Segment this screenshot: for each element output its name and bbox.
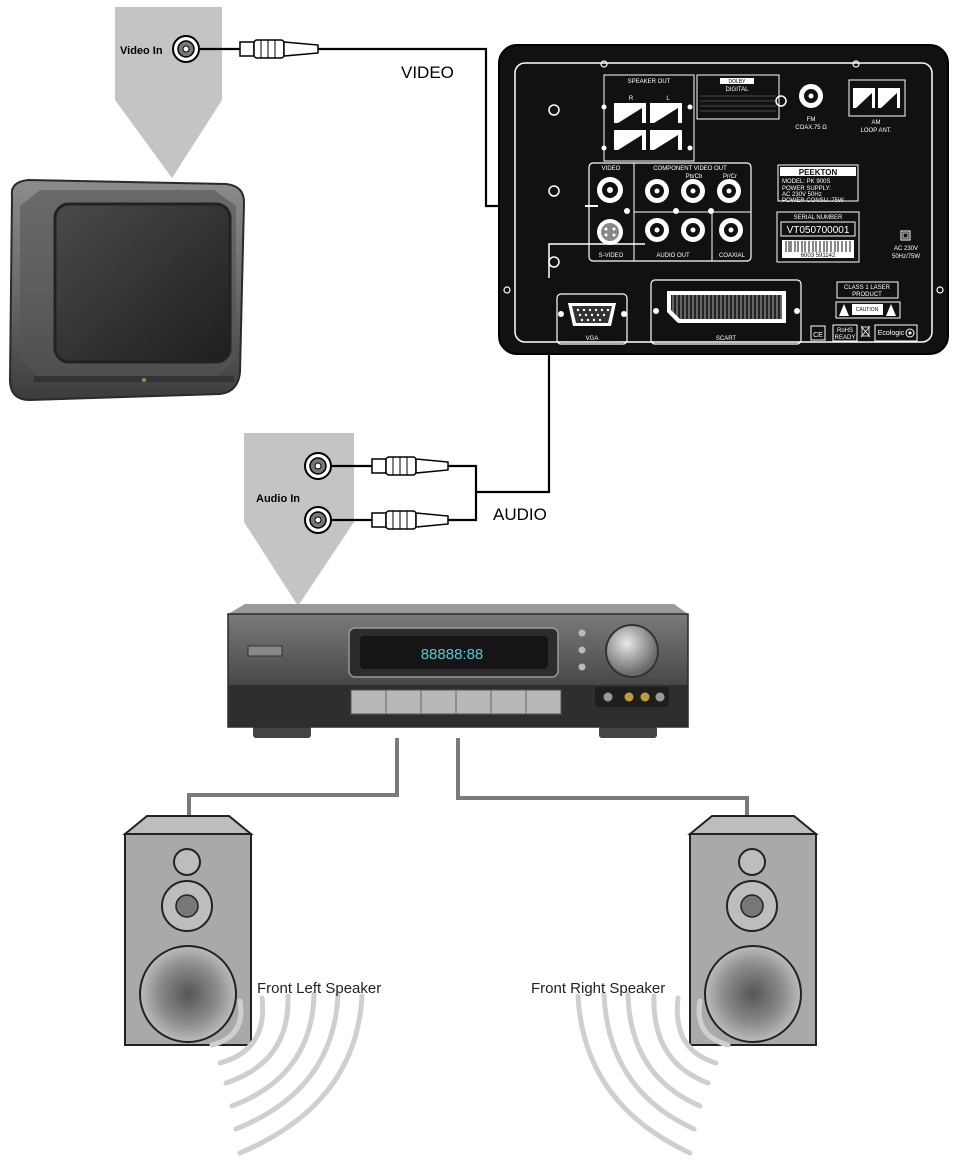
ecologic-label: Ecologic xyxy=(878,330,905,337)
ac-rating-line1: AC 230V xyxy=(894,246,918,252)
product-info-label: PEEKTON MODEL: PK 900S POWER SUPPLY: AC … xyxy=(777,164,859,204)
speaker-wires xyxy=(187,738,749,818)
serial-number-title: SERIAL NUMBER xyxy=(794,215,843,221)
speaker-out-label: SPEAKER OUT xyxy=(628,79,671,85)
pb-cb-label: Pb/Cb xyxy=(686,174,703,180)
av-receiver: 88888:88 xyxy=(227,604,689,738)
front-left-speaker-label: Front Left Speaker xyxy=(257,980,381,997)
back-panel: SPEAKER OUT R L DOLBY DIGITAL FM C xyxy=(498,44,949,355)
fm-coax-jack: FM COAX.75 Ω xyxy=(795,84,827,131)
video-in-jack xyxy=(172,35,200,63)
serial-number-value: VT050700001 xyxy=(787,225,850,236)
scart-connector: SCART xyxy=(650,279,802,345)
rohs-line1: RoHS xyxy=(837,328,853,334)
vga-connector: VGA xyxy=(556,293,628,345)
caution-label: CAUTION xyxy=(856,307,879,313)
front-right-speaker-label: Front Right Speaker xyxy=(531,980,665,997)
power-supply-label: POWER SUPPLY: xyxy=(782,186,831,192)
volume-knob xyxy=(605,624,659,678)
receiver-display: 88888:88 xyxy=(421,646,484,663)
pr-cr-label: Pr/Cr xyxy=(723,174,737,180)
weee-bin-icon xyxy=(860,325,871,338)
television xyxy=(8,178,246,402)
speaker-l-label: L xyxy=(666,96,670,102)
left-sound-waves xyxy=(209,991,365,1156)
video-in-callout xyxy=(115,7,222,178)
class-laser-line1: CLASS 1 LASER xyxy=(844,285,891,291)
tv-screen xyxy=(53,202,232,364)
brand-label: PEEKTON xyxy=(799,168,838,177)
ac-rating: AC 230V 50Hz/75W xyxy=(892,230,920,260)
am-label: AM xyxy=(872,120,881,126)
fm-label: FM xyxy=(807,117,816,123)
front-right-speaker xyxy=(687,815,819,1046)
panel-video-label: VIDEO xyxy=(602,166,621,172)
ac-rating-line2: 50Hz/75W xyxy=(892,254,920,260)
serial-number-label: SERIAL NUMBER VT050700001 6003 591142 xyxy=(776,211,860,263)
video-cable-label: VIDEO xyxy=(401,63,454,82)
laser-caution-labels: CLASS 1 LASER PRODUCT CAUTION xyxy=(835,281,901,319)
front-left-speaker xyxy=(122,815,254,1046)
coaxial-label: COAXIAL xyxy=(719,253,746,259)
power-consumption-label: POWER CONSU.:75W xyxy=(782,198,844,204)
ce-mark: CE xyxy=(813,332,823,339)
right-sound-waves xyxy=(575,991,731,1156)
loop-ant-label: LOOP ANT. xyxy=(861,128,892,134)
dolby-digital-box: DOLBY DIGITAL xyxy=(696,74,780,120)
audio-in-label: Audio In xyxy=(256,493,300,505)
coax-label: COAX.75 Ω xyxy=(795,125,827,131)
vga-label: VGA xyxy=(586,336,599,342)
am-loop-terminal: AM LOOP ANT. xyxy=(848,79,906,134)
audio-in-jack-bottom xyxy=(304,506,332,534)
dolby-label: DOLBY xyxy=(729,79,747,85)
component-video-out-label: COMPONENT VIDEO OUT xyxy=(653,166,727,172)
audio-out-label: AUDIO OUT xyxy=(656,253,690,259)
digital-label: DIGITAL xyxy=(726,87,750,93)
ac-supply-label: AC 230V 50Hz xyxy=(782,192,822,198)
audio-in-jack-top xyxy=(304,452,332,480)
barcode-digits: 6003 591142 xyxy=(801,253,836,259)
audio-rca-plug-bottom xyxy=(371,510,449,530)
compliance-logos: CE RoHS READY Ecologic xyxy=(810,324,918,342)
class-laser-line2: PRODUCT xyxy=(852,292,882,298)
audio-rca-plug-top xyxy=(371,456,449,476)
video-in-label: Video In xyxy=(120,45,163,57)
model-label: MODEL: PK 900S xyxy=(782,179,830,185)
rohs-line2: READY xyxy=(835,335,856,341)
s-video-label: S-VIDEO xyxy=(599,253,624,259)
scart-label: SCART xyxy=(716,336,737,342)
speaker-out-block: SPEAKER OUT R L xyxy=(601,74,695,162)
speaker-r-label: R xyxy=(629,96,634,102)
video-rca-plug xyxy=(239,39,319,59)
audio-cable-label: AUDIO xyxy=(493,505,547,524)
av-connector-block: VIDEO COMPONENT VIDEO OUT Pb/Cb Pr/Cr S-… xyxy=(588,162,752,262)
receiver-button-strip xyxy=(350,689,562,715)
